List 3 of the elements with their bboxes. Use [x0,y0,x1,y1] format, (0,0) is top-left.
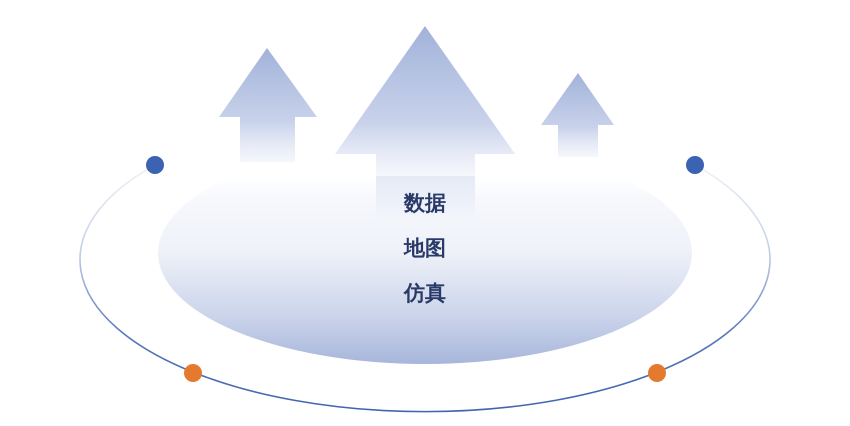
node-label: 数据 [404,191,446,215]
node-label: 仿真 [404,281,446,305]
node-label: 地图 [404,236,446,260]
